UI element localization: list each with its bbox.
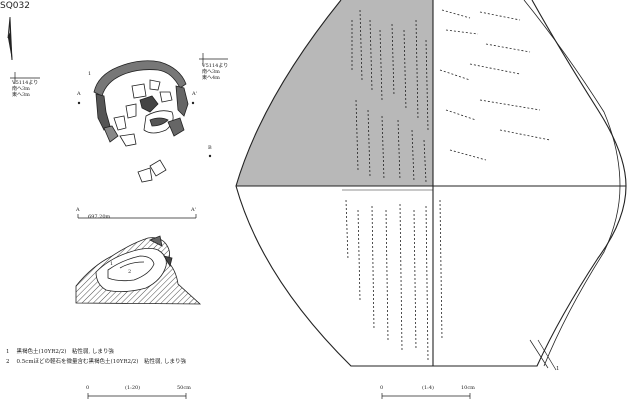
plan-marker-b: B xyxy=(208,145,212,151)
section-marker-a-prime: A' xyxy=(191,207,196,213)
legend-num-2: 2 xyxy=(6,359,10,365)
legend-item-1: 1 黒褐色土(10YR2/2) 粘性弱, しまり強 xyxy=(6,349,114,356)
section-elevation: 697.20m xyxy=(88,214,111,220)
scale-left-start: 0 xyxy=(86,385,90,391)
grid-point-marker-right xyxy=(199,53,228,66)
legend-num-1: 1 xyxy=(6,349,10,355)
point-label-left-line-2: 南へ3m xyxy=(12,86,30,92)
point-label-right-line-2: 南へ3m xyxy=(202,69,220,75)
grid-point-marker-left xyxy=(10,72,40,84)
plan-marker-a: A xyxy=(77,91,81,97)
north-arrow xyxy=(7,16,13,61)
artifact-striations xyxy=(345,9,551,361)
section-layer-2: 2 xyxy=(128,269,132,275)
section-line xyxy=(77,214,197,219)
point-label-right-line-3: 東へ4m xyxy=(202,75,220,81)
plan-marker-a-prime: A' xyxy=(192,91,197,97)
scale-right-end: 10cm xyxy=(461,385,475,391)
artifact-outline xyxy=(235,0,627,371)
scale-right-ratio: (1:4) xyxy=(422,385,434,391)
point-label-right-line-1: V5114より xyxy=(202,63,229,69)
stone-cluster-plan xyxy=(93,60,189,183)
point-label-right: V5114より 南へ3m 東へ4m xyxy=(202,63,228,81)
point-label-left-line-1: V5114より xyxy=(12,80,39,86)
artifact-number: 1 xyxy=(556,366,560,372)
section-profile xyxy=(75,235,202,305)
section-layer-1: 1 xyxy=(110,261,114,267)
section-marker-a: A xyxy=(76,207,80,213)
legend-text-1: 黒褐色土(10YR2/2) 粘性弱, しまり強 xyxy=(16,349,114,355)
legend-text-2: 0.5cmほどの軽石を微量含む黒褐色土(10YR2/2) 粘性弱, しまり強 xyxy=(16,359,186,365)
plan-layer-number: 1 xyxy=(88,71,92,77)
scale-bar-left xyxy=(87,393,187,399)
legend-item-2: 2 0.5cmほどの軽石を微量含む黒褐色土(10YR2/2) 粘性弱, しまり強 xyxy=(6,359,186,366)
plan-section-ticks xyxy=(77,101,212,158)
scale-left-end: 50cm xyxy=(177,385,191,391)
point-label-left: V5114より 南へ3m 東へ3m xyxy=(12,80,38,98)
scale-right-start: 0 xyxy=(380,385,384,391)
point-label-left-line-3: 東へ3m xyxy=(12,92,30,98)
figure-id: SQ032 xyxy=(0,1,30,11)
scale-bar-right xyxy=(381,393,471,399)
scale-left-ratio: (1:20) xyxy=(125,385,141,391)
